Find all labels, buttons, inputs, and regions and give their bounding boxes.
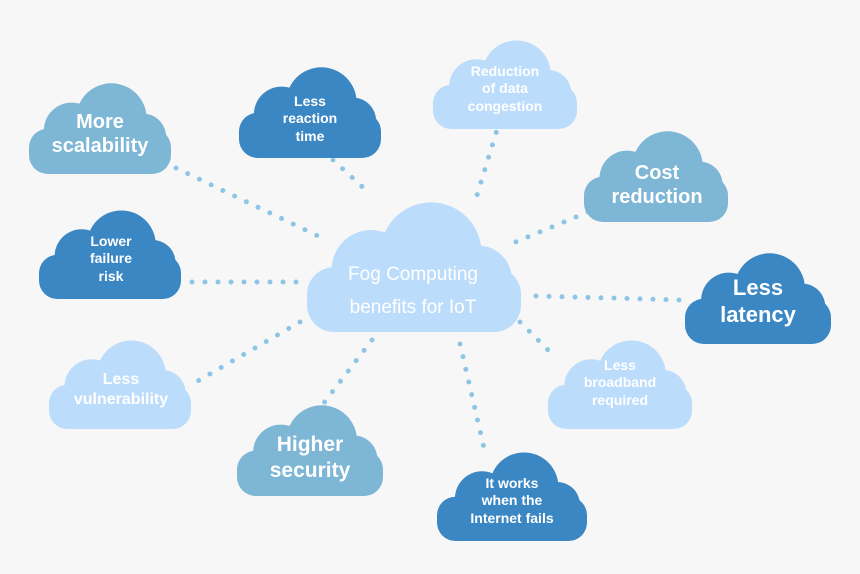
connector-8 — [517, 319, 559, 361]
benefit-cloud-more-scalability — [29, 83, 171, 174]
benefit-cloud-lower-failure-risk — [39, 210, 181, 299]
benefit-label-less-reaction-time: Less reaction time — [282, 93, 338, 144]
connector-2 — [330, 157, 371, 195]
clouds — [29, 40, 831, 541]
benefit-label-less-vulnerability: Less vulnerability — [73, 371, 169, 408]
benefit-label-more-scalability: More scalability — [51, 110, 149, 157]
connector-6 — [533, 293, 683, 303]
connector-1 — [173, 165, 321, 239]
center-label: Fog Computing benefits for IoT — [310, 252, 516, 330]
benefit-cloud-less-reaction-time — [239, 67, 381, 158]
benefit-label-reduction-of-data-congestion: Reduction of data congestion — [467, 63, 543, 114]
benefit-cloud-it-works-when-the-internet-fails — [437, 452, 587, 541]
connector-7 — [193, 319, 303, 385]
connector-9 — [317, 337, 375, 411]
benefit-cloud-cost-reduction — [584, 131, 728, 222]
benefit-label-lower-failure-risk: Lower failure risk — [89, 233, 132, 284]
benefit-cloud-less-latency — [685, 253, 831, 344]
benefit-label-less-latency: Less latency — [720, 275, 796, 327]
benefit-cloud-less-broadband-required — [548, 340, 692, 429]
benefit-label-higher-security: Higher security — [269, 433, 351, 482]
connector-3 — [471, 117, 503, 208]
center-cloud — [307, 202, 521, 332]
connector-4 — [503, 209, 591, 249]
center-label-line2: benefits for IoT — [349, 297, 477, 318]
benefit-label-cost-reduction: Cost reduction — [611, 161, 703, 208]
benefit-cloud-reduction-of-data-congestion — [433, 40, 577, 129]
benefit-label-it-works-when-the-internet-fails: It works when the Internet fails — [470, 475, 554, 526]
benefit-label-less-broadband-required: Less broadband required — [583, 357, 657, 408]
benefit-cloud-higher-security — [237, 405, 383, 496]
connectors — [173, 117, 683, 451]
connector-10 — [457, 341, 487, 451]
center-label-line1: Fog Computing — [348, 263, 478, 285]
benefit-cloud-less-vulnerability — [49, 340, 191, 429]
